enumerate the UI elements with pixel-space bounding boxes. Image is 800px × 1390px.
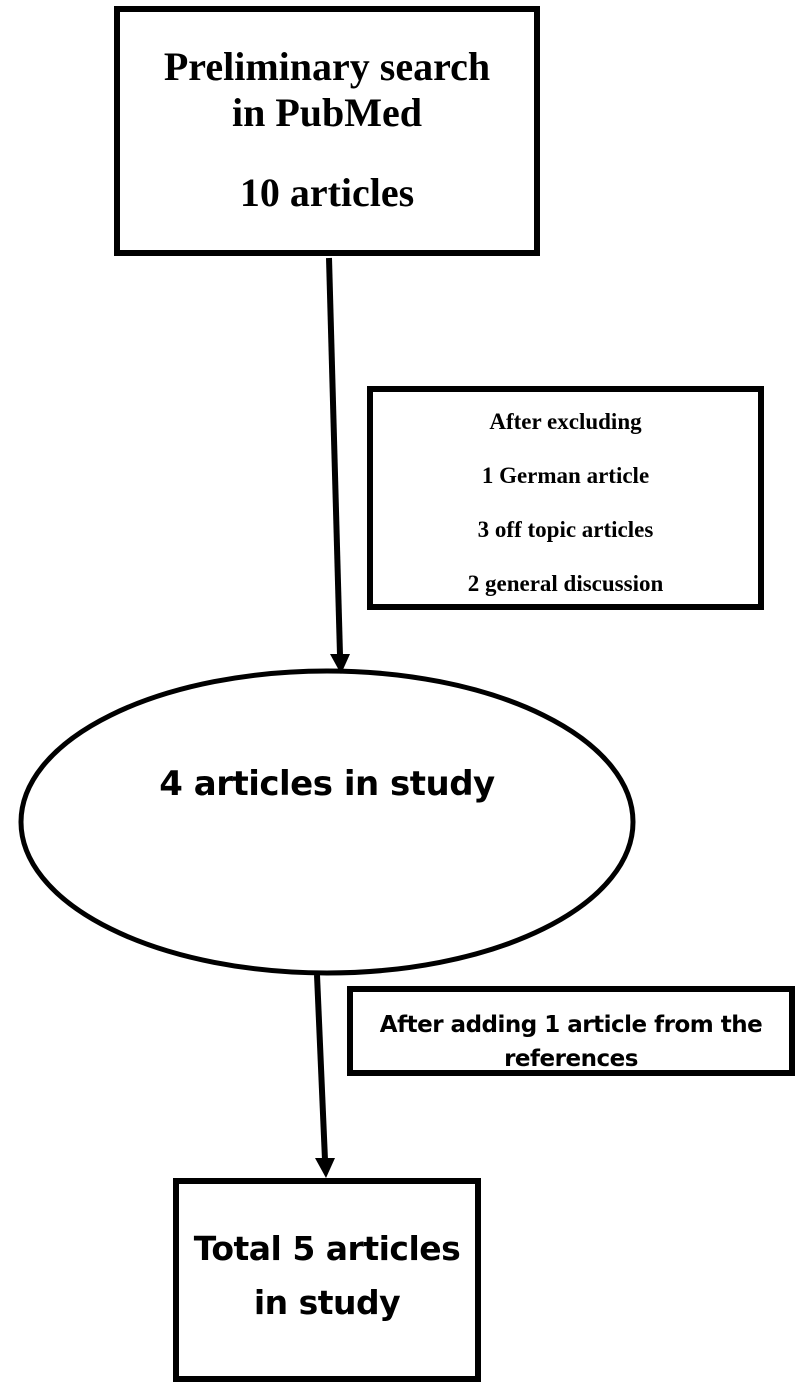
addition-text: After adding 1 article from the referenc… [353, 1008, 789, 1072]
included-ellipse [18, 668, 636, 976]
exclusion-item: 1 German article [481, 463, 650, 488]
total-box: Total 5 articles in study [173, 1178, 481, 1382]
total-line-1: Total 5 articles [193, 1229, 461, 1268]
exclusion-box: After excluding 1 German article 3 off t… [367, 386, 764, 610]
exclusion-item: 2 general discussion [467, 571, 664, 596]
exclusion-item: 3 off topic articles [477, 517, 654, 542]
search-title: Preliminary search in PubMed [120, 44, 534, 136]
included-label: 4 articles in study [159, 764, 495, 804]
total-text: Total 5 articles in study [179, 1222, 475, 1330]
exclusion-heading: After excluding [489, 409, 642, 434]
search-box: Preliminary search in PubMed 10 articles [114, 6, 540, 256]
addition-box: After adding 1 article from the referenc… [347, 986, 795, 1076]
arrow-search-to-included-shaft [326, 257, 343, 656]
arrow-search-to-included-head [330, 654, 350, 674]
arrow-included-to-total-shaft [314, 974, 328, 1161]
addition-line-2: references [504, 1046, 638, 1072]
search-line-2: in PubMed [231, 90, 423, 135]
addition-line-1: After adding 1 article from the [379, 1012, 763, 1038]
search-line-1: Preliminary search [163, 44, 491, 89]
total-line-2: in study [253, 1283, 401, 1322]
search-count: 10 articles [239, 170, 415, 215]
arrow-included-to-total-head [315, 1158, 335, 1178]
